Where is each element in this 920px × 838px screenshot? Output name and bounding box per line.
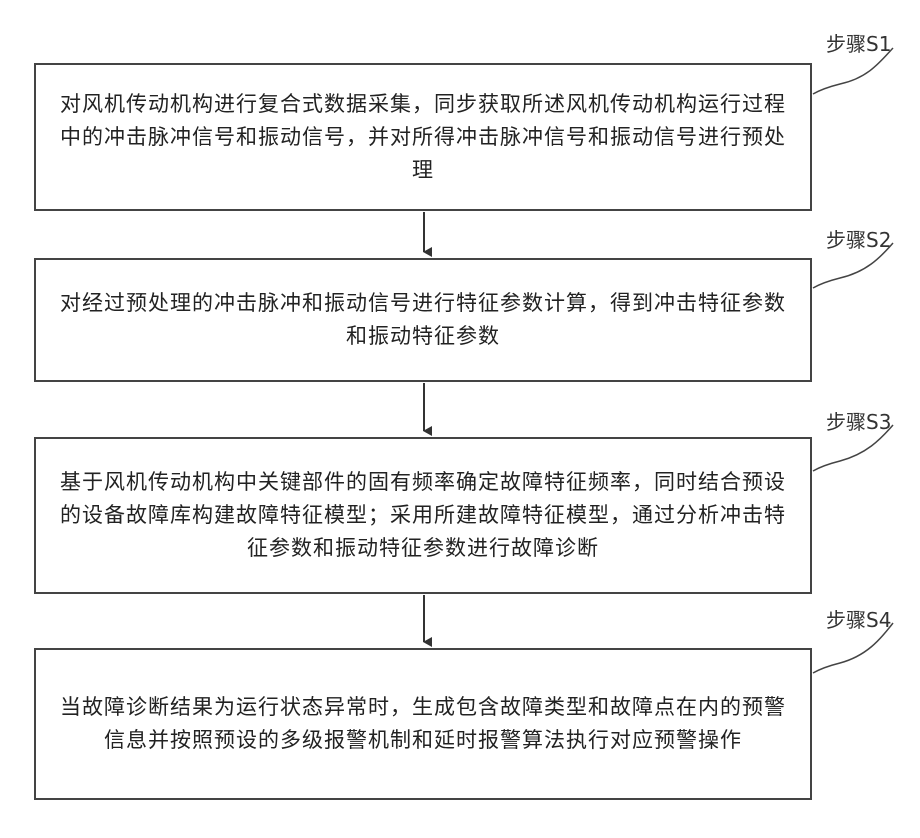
leader-s4 bbox=[813, 623, 893, 673]
leader-s2 bbox=[813, 243, 893, 288]
leader-s1 bbox=[813, 48, 893, 94]
leader-s3 bbox=[813, 425, 893, 471]
